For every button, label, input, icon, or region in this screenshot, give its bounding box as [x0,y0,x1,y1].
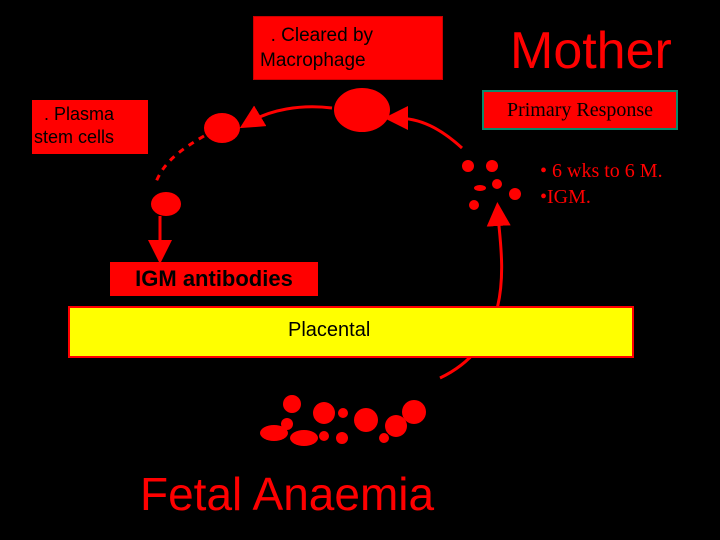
bullet-item: • 6 wks to 6 M. [540,160,663,182]
placental-label: Placental [288,319,371,341]
fetal-cell [338,408,348,418]
fetal-cell [319,431,329,441]
cleared-by-macrophage-box: 1. Cleared by Macrophage [253,16,443,80]
bullet-item: •IGM. [540,186,591,208]
arrow-antigens-to-macrophage [384,106,464,150]
fetal-cell [283,395,301,413]
step-2-text-line1: . Plasma [44,104,115,124]
macrophage-cell [334,88,390,132]
fetal-cell [385,415,407,437]
fetal-cell [281,418,293,430]
fetal-cell [290,430,318,446]
stem-cell [151,192,181,216]
antigen-dot [492,179,502,189]
step-1-number: 1 [260,25,271,46]
primary-response-frame: Primary Response [482,90,678,130]
fetal-cell [379,433,389,443]
step-2-text-line2: stem cells [34,127,115,147]
antigen-dot [474,185,486,191]
mother-title: Mother [510,22,672,80]
fetal-cell [354,408,378,432]
response-bullet-list: • 6 wks to 6 M. •IGM. [540,158,663,210]
igm-antibodies-box: IGM antibodies [110,262,318,296]
antigen-dot [509,188,521,200]
fetal-anaemia-title: Fetal Anaemia [140,468,435,520]
antigen-dot [469,200,479,210]
plasma-stem-cells-box: 2. Plasma stem cells [32,100,148,154]
fetal-cell [313,402,335,424]
arrow-macrophage-to-plasma [239,105,333,129]
primary-response-box: Primary Response [484,92,676,128]
arrow-placenta-to-antigens [439,202,511,380]
placental-barrier [68,306,634,358]
primary-response-label: Primary Response [506,99,654,121]
arrow-plasma-to-stem [154,134,205,183]
antigen-dot [486,160,498,172]
fetal-cell [336,432,348,444]
plasma-cell [204,113,240,143]
step-1-text-line2: Macrophage [260,50,366,71]
step-1-text-line1: . Cleared by [270,25,374,46]
fetal-cell [402,400,426,424]
antigen-dot [462,160,474,172]
fetal-cell [260,425,288,441]
step-2-number: 2 [34,104,45,124]
